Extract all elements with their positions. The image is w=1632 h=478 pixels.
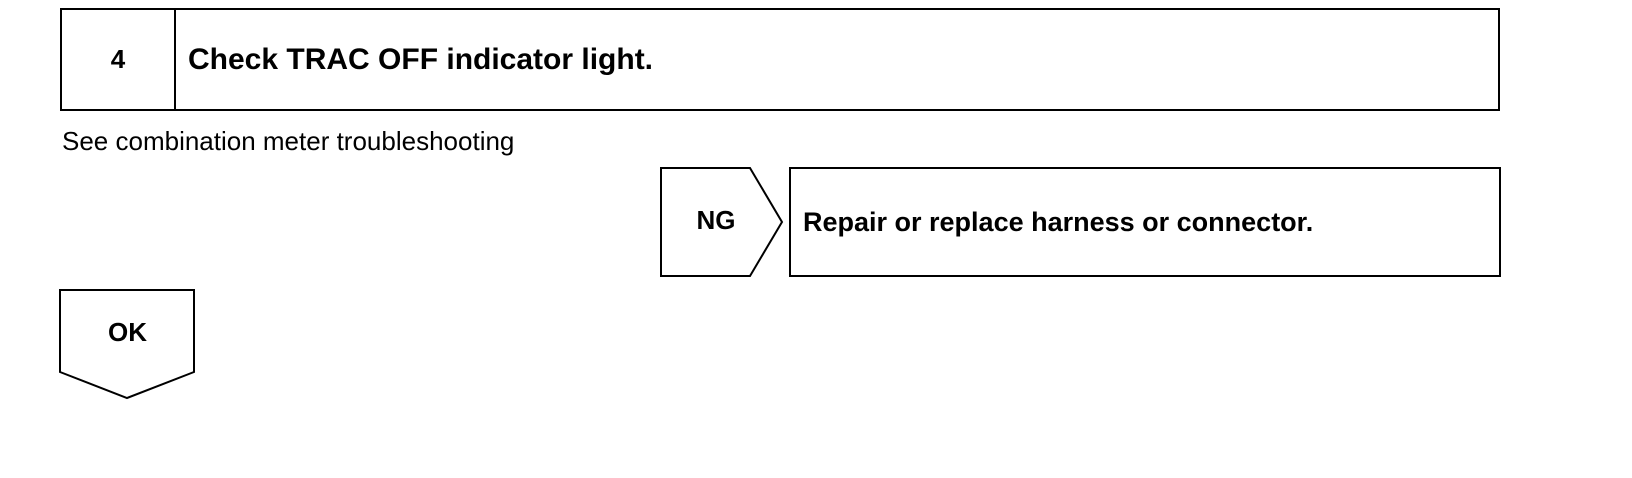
ok-arrow-shape — [59, 289, 195, 400]
note-text: See combination meter troubleshooting — [62, 126, 515, 156]
ng-action-text: Repair or replace harness or connector. — [803, 206, 1314, 237]
ng-arrow-shape — [660, 167, 784, 277]
step-number: 4 — [62, 10, 176, 109]
ng-action-box: Repair or replace harness or connector. — [789, 167, 1501, 277]
step-title: Check TRAC OFF indicator light. — [188, 42, 654, 76]
ng-label: NG — [696, 204, 736, 235]
ok-label: OK — [108, 316, 147, 347]
step-box: 4 Check TRAC OFF indicator light. — [60, 8, 1500, 111]
